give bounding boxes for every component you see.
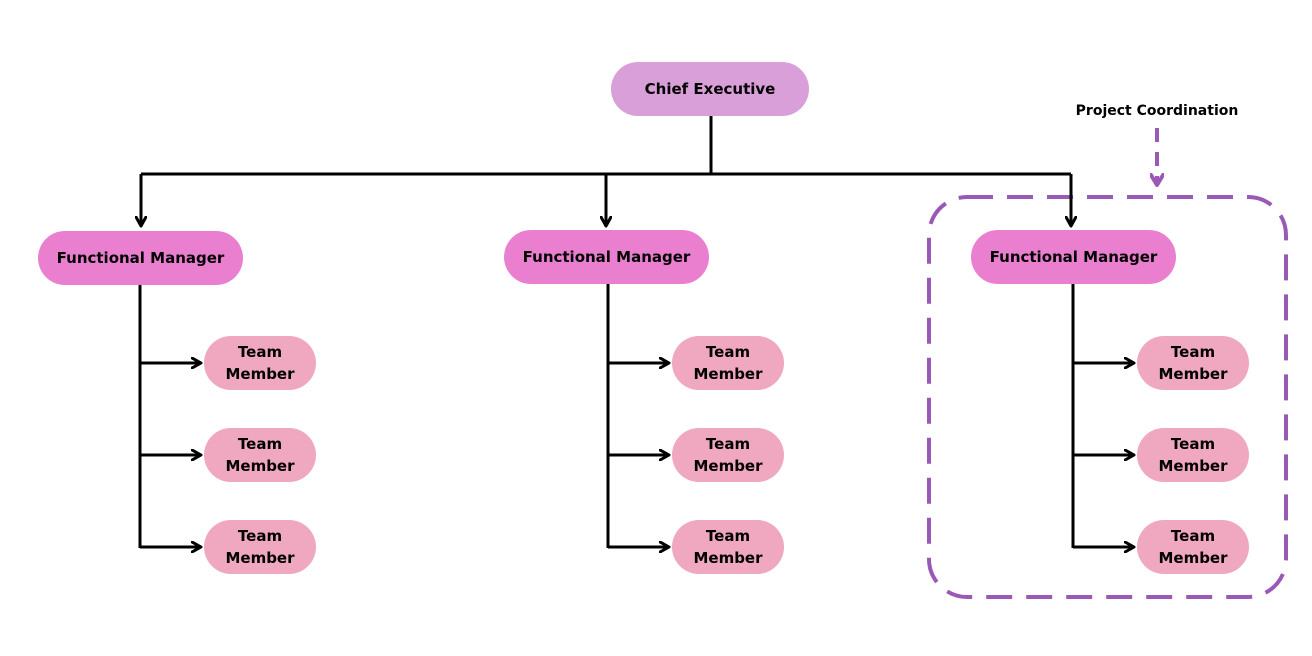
team-member-node: Team Member (672, 428, 784, 482)
functional-manager-node-2: Functional Manager (504, 230, 709, 284)
team-member-node: Team Member (1137, 520, 1249, 574)
functional-manager-node-1: Functional Manager (38, 231, 243, 285)
functional-manager-node-3: Functional Manager (971, 230, 1176, 284)
chief-executive-node: Chief Executive (611, 62, 809, 116)
team-member-node: Team Member (672, 336, 784, 390)
team-member-node: Team Member (1137, 336, 1249, 390)
team-member-node: Team Member (1137, 428, 1249, 482)
project-coordination-label: Project Coordination (1075, 103, 1239, 119)
project-coordination-boundary (927, 195, 1288, 599)
team-member-node: Team Member (204, 428, 316, 482)
team-member-node: Team Member (672, 520, 784, 574)
team-member-node: Team Member (204, 520, 316, 574)
team-member-node: Team Member (204, 336, 316, 390)
